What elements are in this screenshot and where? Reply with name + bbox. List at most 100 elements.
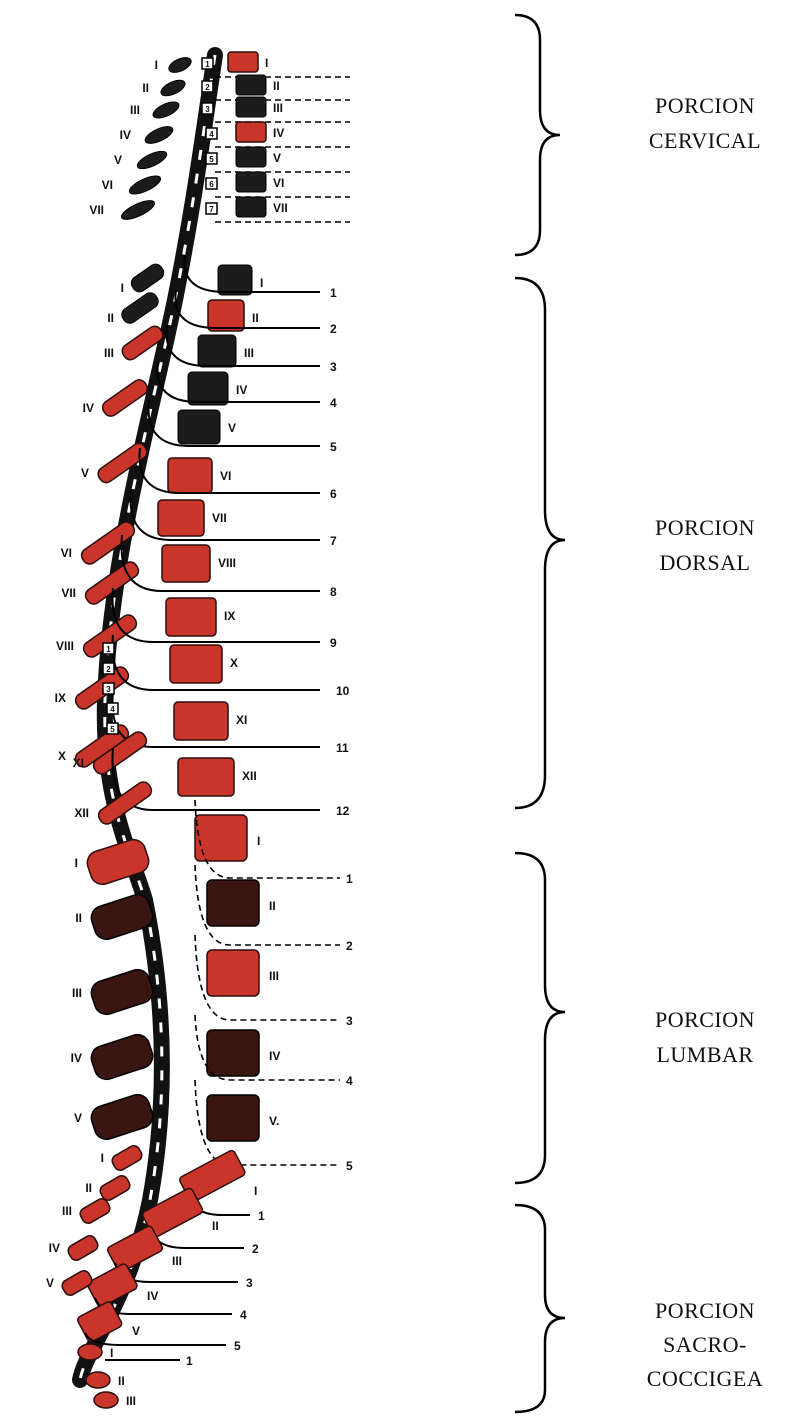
cervical-segment-number: 5 xyxy=(209,155,214,164)
dorsal-nerve-number: 7 xyxy=(330,534,337,548)
dorsal-spinous-label: IV xyxy=(83,401,94,415)
dorsal-vertebral-body xyxy=(178,758,234,796)
lumbar-nerve-number: 4 xyxy=(346,1074,353,1088)
cervical-segment-number: 2 xyxy=(205,83,210,92)
cervical-spinous-label: III xyxy=(130,103,140,117)
section-sacro-line3: COCCIGEA xyxy=(647,1366,763,1391)
cervical-body-label: IV xyxy=(273,126,284,140)
cervical-body-label: V xyxy=(273,151,281,165)
dorsal-segment-number: 3 xyxy=(106,685,111,694)
section-cervical-line1: PORCION xyxy=(655,93,755,118)
brace-cervical xyxy=(515,15,560,255)
lumbar-vertebral-body xyxy=(207,1095,259,1141)
dorsal-nerve-number: 6 xyxy=(330,487,337,501)
section-cervical-line2: CERVICAL xyxy=(649,128,761,153)
dorsal-body-label: XI xyxy=(236,713,247,727)
lumbar-body-label: V. xyxy=(269,1114,279,1128)
dorsal-nerve-line xyxy=(176,290,321,328)
lumbar-spinous-label: V xyxy=(74,1111,82,1125)
dorsal-nerve-number: 8 xyxy=(330,585,337,599)
cervical-spinous-label: I xyxy=(155,58,158,72)
dorsal-body-label: IX xyxy=(224,609,235,623)
coccyx-label: II xyxy=(118,1374,125,1388)
cervical-spinous-process xyxy=(143,123,175,147)
dorsal-body-label: XII xyxy=(242,769,257,783)
brace-sacro xyxy=(515,1205,565,1412)
coccyx-label: III xyxy=(126,1394,136,1408)
coccyx-label: I xyxy=(110,1346,113,1360)
cervical-body-label: VII xyxy=(273,201,288,215)
sacral-spinous-label: I xyxy=(101,1151,104,1165)
cervical-spinous-process xyxy=(167,54,194,75)
dorsal-body-label: VII xyxy=(212,511,227,525)
dorsal-body-label: X xyxy=(230,656,238,670)
cervical-segment-number: 7 xyxy=(209,205,214,214)
dorsal-body-label: V xyxy=(228,421,236,435)
lumbar-region: I1III2IIIII3IIIIV4IVV.5V xyxy=(71,800,353,1173)
sacral-body-label: IV xyxy=(147,1289,158,1303)
brace-lumbar xyxy=(515,853,565,1183)
dorsal-spinous-process xyxy=(129,261,167,294)
sacral-body-label: III xyxy=(172,1254,182,1268)
dorsal-nerve-number: 3 xyxy=(330,360,337,374)
sacral-body-label: I xyxy=(254,1184,257,1198)
cervical-spinous-label: VI xyxy=(102,178,113,192)
lumbar-spinous-process xyxy=(88,1092,156,1143)
lumbar-nerve-number: 2 xyxy=(346,939,353,953)
lumbar-body-label: I xyxy=(257,834,260,848)
cervical-vertebral-body xyxy=(236,75,266,95)
dorsal-vertebral-body xyxy=(208,300,244,331)
dorsal-vertebral-body xyxy=(166,598,216,636)
lumbar-vertebral-body xyxy=(207,950,259,996)
cervical-body-label: I xyxy=(265,56,268,70)
lumbar-spinous-label: II xyxy=(75,911,82,925)
coccyx-segment xyxy=(86,1372,110,1388)
dorsal-vertebral-body xyxy=(174,702,228,740)
sacral-spinous-process xyxy=(78,1197,112,1226)
dorsal-vertebral-body xyxy=(168,458,212,493)
cervical-vertebral-body xyxy=(236,122,266,142)
cervical-spinous-label: IV xyxy=(120,128,131,142)
lumbar-body-label: III xyxy=(269,969,279,983)
cervical-segment-number: 3 xyxy=(205,105,210,114)
section-sacro-line2: SACRO- xyxy=(663,1332,747,1357)
cervical-segment-number: 4 xyxy=(209,130,214,139)
dorsal-body-label: IV xyxy=(236,383,247,397)
cervical-vertebral-body xyxy=(228,52,258,72)
dorsal-spinous-label: XII xyxy=(74,806,89,820)
dorsal-vertebral-body xyxy=(218,265,252,295)
cervical-vertebral-body xyxy=(236,172,266,192)
dorsal-nerve-number: 10 xyxy=(336,684,350,698)
lumbar-nerve-number: 5 xyxy=(346,1159,353,1173)
cervical-body-label: II xyxy=(273,79,280,93)
cervical-spinous-label: VII xyxy=(89,203,104,217)
lumbar-spinous-label: IV xyxy=(71,1051,82,1065)
lumbar-spinous-process xyxy=(88,1032,156,1083)
dorsal-body-label: III xyxy=(244,346,254,360)
cervical-spinous-label: II xyxy=(142,81,149,95)
sacral-spinous-process xyxy=(66,1234,100,1263)
dorsal-vertebral-body xyxy=(162,545,210,582)
brace-dorsal xyxy=(515,278,565,808)
lumbar-vertebral-body xyxy=(207,880,259,926)
dorsal-nerve-number: 11 xyxy=(336,741,349,755)
dorsal-vertebral-body xyxy=(170,645,222,683)
dorsal-nerve-number: 1 xyxy=(330,286,337,300)
sacral-spinous-process xyxy=(110,1144,144,1173)
lumbar-spinous-process xyxy=(88,967,156,1018)
sacral-nerve-number: 5 xyxy=(234,1339,241,1353)
dorsal-spinous-process xyxy=(119,290,161,326)
dorsal-vertebral-body xyxy=(188,372,228,405)
cervical-segment-number: 1 xyxy=(205,60,210,69)
lumbar-body-label: IV xyxy=(269,1049,280,1063)
dorsal-nerve-number: 9 xyxy=(330,636,337,650)
cervical-vertebral-body xyxy=(236,97,266,117)
dorsal-vertebral-body xyxy=(158,500,204,536)
dorsal-segment-number: 4 xyxy=(110,705,115,714)
dorsal-vertebral-body xyxy=(178,410,220,444)
dorsal-region: I1III2IIIII3IIIIV4IVV5VVI6VIVII7VIIVIII8… xyxy=(55,255,350,827)
lumbar-body-label: II xyxy=(269,899,276,913)
sacral-nerve-number: 1 xyxy=(258,1209,265,1223)
dorsal-spinous-label: XI xyxy=(73,756,84,770)
